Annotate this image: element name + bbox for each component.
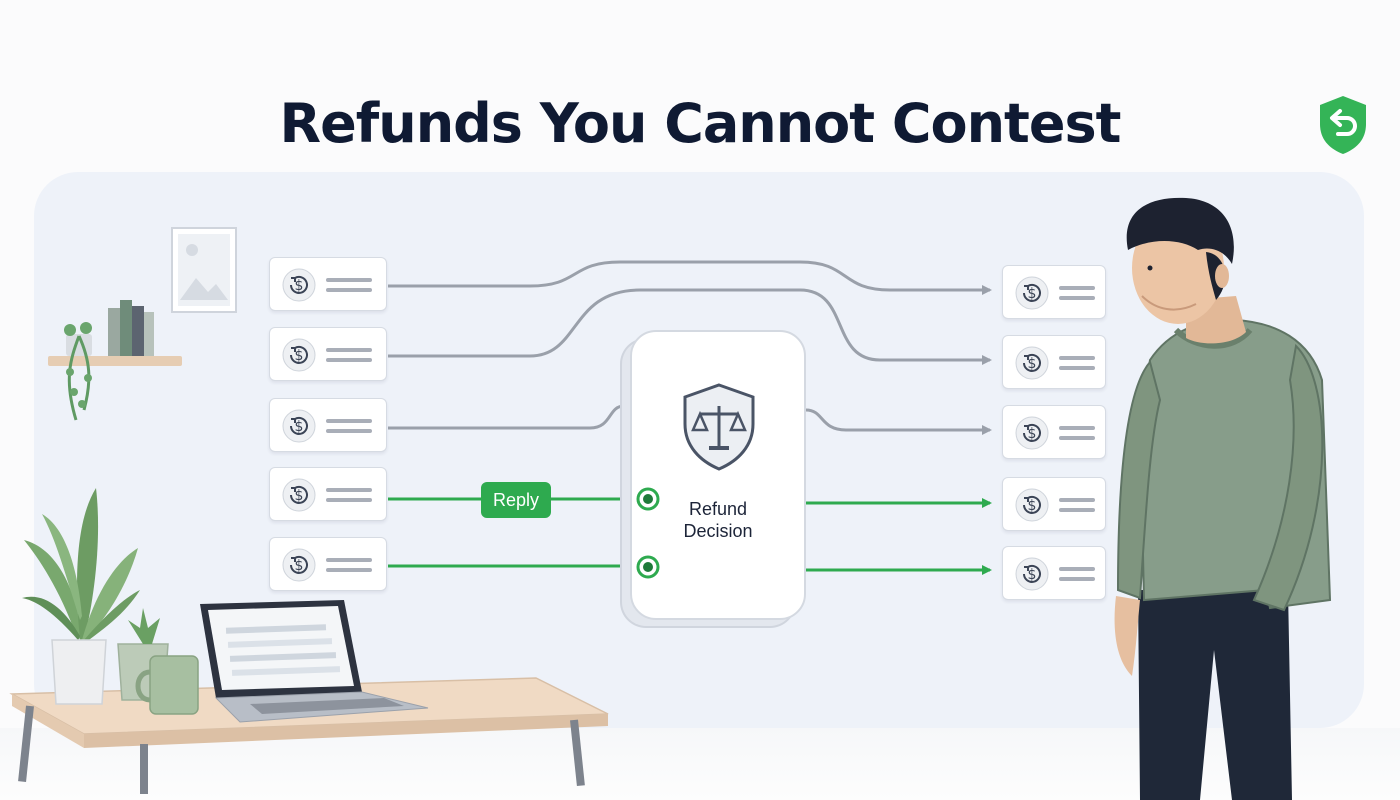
refund-dollar-icon: $ <box>282 478 316 512</box>
shelf-with-books <box>48 300 182 421</box>
person-figure <box>1114 197 1332 800</box>
refund-item-left-1: $ <box>269 257 387 311</box>
refund-item-right-1: $ <box>1002 265 1106 319</box>
refund-item-right-5: $ <box>1002 546 1106 600</box>
svg-text:$: $ <box>1028 356 1037 372</box>
refund-item-right-3: $ <box>1002 405 1106 459</box>
refund-decision-box: Refund Decision <box>630 330 806 620</box>
refund-dollar-icon: $ <box>1015 488 1049 522</box>
svg-text:$: $ <box>1028 498 1037 514</box>
potted-plant <box>22 488 140 705</box>
refund-item-left-4: $ <box>269 467 387 521</box>
refund-item-left-3: $ <box>269 398 387 452</box>
svg-text:$: $ <box>295 278 304 294</box>
refund-dollar-icon: $ <box>1015 416 1049 450</box>
gray-line-3-out <box>805 408 992 435</box>
gray-line-3 <box>388 404 625 430</box>
refund-item-left-2: $ <box>269 327 387 381</box>
refund-dollar-icon: $ <box>282 338 316 372</box>
refund-item-right-2: $ <box>1002 335 1106 389</box>
svg-text:$: $ <box>1028 567 1037 583</box>
scales-of-justice-shield-icon <box>683 383 755 471</box>
gray-line-1 <box>388 260 992 295</box>
refund-dollar-icon: $ <box>282 268 316 302</box>
refund-dollar-icon: $ <box>282 409 316 443</box>
svg-text:$: $ <box>1028 426 1037 442</box>
refund-item-right-4: $ <box>1002 477 1106 531</box>
picture-frame-icon <box>171 227 237 313</box>
green-shield-undo-icon <box>1320 96 1366 154</box>
decision-label: Refund Decision <box>683 499 753 541</box>
svg-text:$: $ <box>295 488 304 504</box>
refund-item-left-5: $ <box>269 537 387 591</box>
svg-text:$: $ <box>295 419 304 435</box>
refund-dollar-icon: $ <box>1015 276 1049 310</box>
page-title: Refunds You Cannot Contest <box>279 92 1122 155</box>
refund-dollar-icon: $ <box>282 548 316 582</box>
reply-badge: Reply <box>481 482 551 518</box>
refund-dollar-icon: $ <box>1015 557 1049 591</box>
gray-line-2 <box>388 288 992 365</box>
svg-text:$: $ <box>1028 286 1037 302</box>
svg-text:$: $ <box>295 348 304 364</box>
mug <box>135 655 199 715</box>
laptop <box>200 600 429 723</box>
refund-dollar-icon: $ <box>1015 346 1049 380</box>
svg-text:$: $ <box>295 558 304 574</box>
